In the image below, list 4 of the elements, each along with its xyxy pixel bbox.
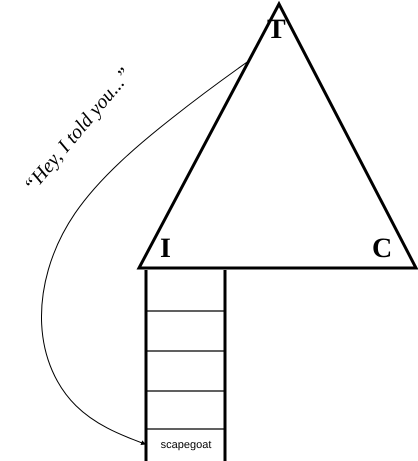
vertex-label: I bbox=[160, 235, 171, 263]
ladder-rung-label: scapegoat bbox=[148, 430, 224, 459]
triangle bbox=[136, 2, 418, 272]
vertex-label: C bbox=[372, 235, 392, 263]
